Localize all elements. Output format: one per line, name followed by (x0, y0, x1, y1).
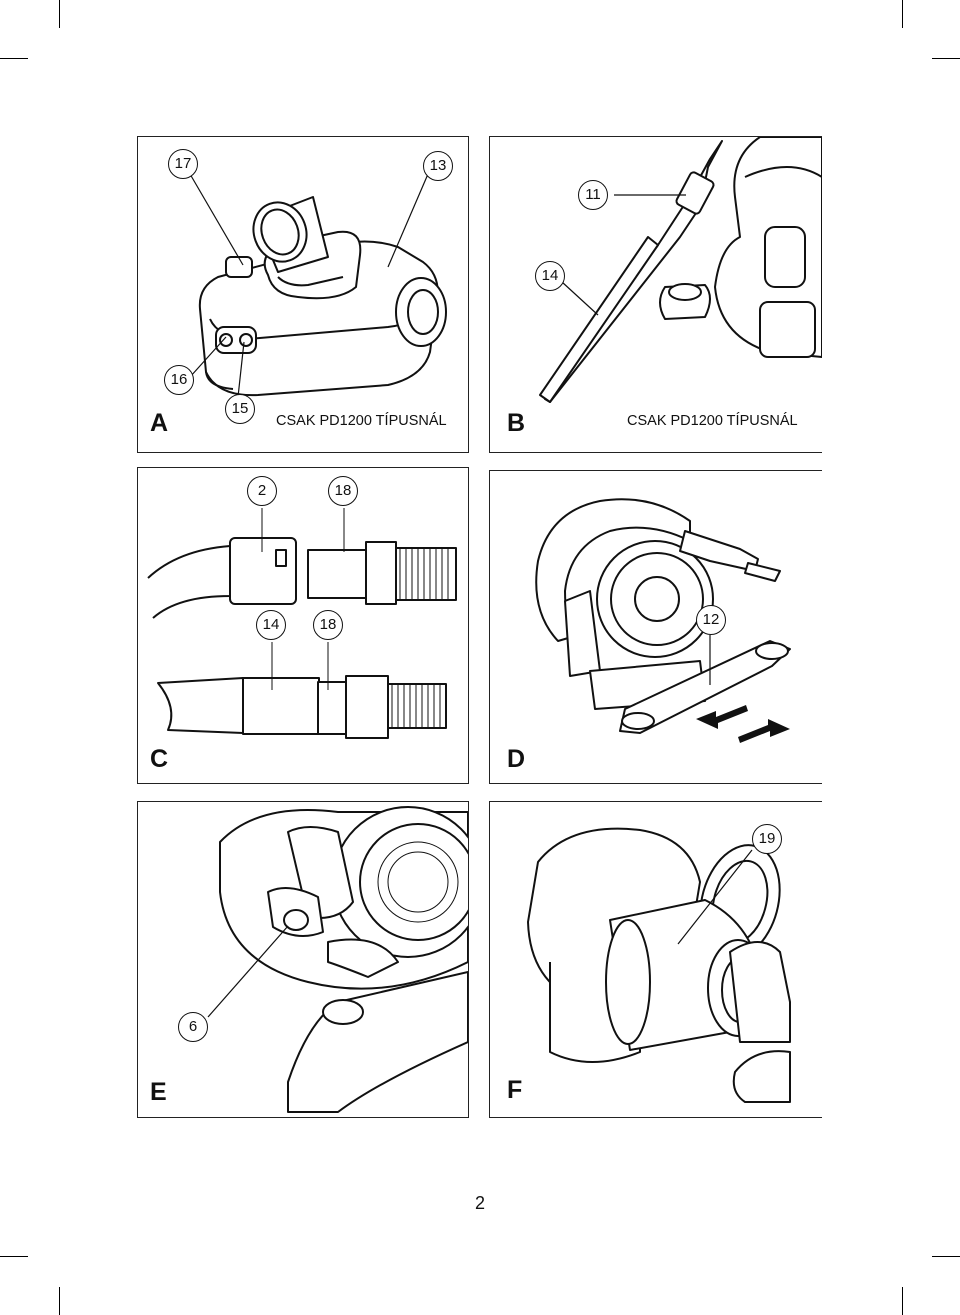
figure-panel-b: 11 14 B CSAK PD1200 TÍPUSNÁL (489, 136, 822, 453)
panel-caption: CSAK PD1200 TÍPUSNÁL (276, 413, 447, 429)
crop-mark (59, 1287, 60, 1315)
callout-13: 13 (423, 151, 453, 181)
callout-12: 12 (696, 605, 726, 635)
callout-11: 11 (578, 180, 608, 210)
crop-mark (59, 0, 60, 28)
callout-18: 18 (328, 476, 358, 506)
figure-panel-a: 17 13 16 15 A CSAK PD1200 TÍPUSNÁL (137, 136, 469, 453)
wall-mount-illustration (535, 498, 791, 743)
callout-18: 18 (313, 610, 343, 640)
figure-panel-e: 6 E (137, 801, 469, 1118)
crop-mark (0, 58, 28, 59)
callout-16: 16 (164, 365, 194, 395)
panel-letter: B (507, 409, 526, 437)
figure-panel-c: 2 18 14 18 C (137, 467, 469, 784)
crop-mark (902, 0, 903, 28)
crevice-tool-illustration (539, 137, 822, 403)
crop-mark (932, 58, 960, 59)
callout-17: 17 (168, 149, 198, 179)
callout-14: 14 (256, 610, 286, 640)
panel-caption: CSAK PD1200 TÍPUSNÁL (627, 413, 798, 429)
crop-mark (932, 1256, 960, 1257)
callout-2: 2 (247, 476, 277, 506)
callout-15: 15 (225, 394, 255, 424)
crop-mark (0, 1256, 28, 1257)
callout-14: 14 (535, 261, 565, 291)
floor-nozzle-illustration (189, 173, 447, 398)
panel-letter: C (150, 745, 169, 773)
panel-letter: F (507, 1076, 523, 1104)
page-number: 2 (474, 1193, 485, 1213)
filter-removal-illustration (527, 827, 791, 1103)
panel-letter: E (150, 1078, 167, 1106)
crop-mark (902, 1287, 903, 1315)
panel-letter: D (507, 745, 526, 773)
figure-panel-f: 19 F (489, 801, 822, 1118)
filter-release-button-illustration (207, 806, 468, 1113)
panel-letter: A (150, 409, 169, 437)
hose-connection-illustration (147, 508, 457, 739)
figure-panel-d: 12 D (489, 470, 822, 784)
callout-19: 19 (752, 824, 782, 854)
callout-6: 6 (178, 1012, 208, 1042)
